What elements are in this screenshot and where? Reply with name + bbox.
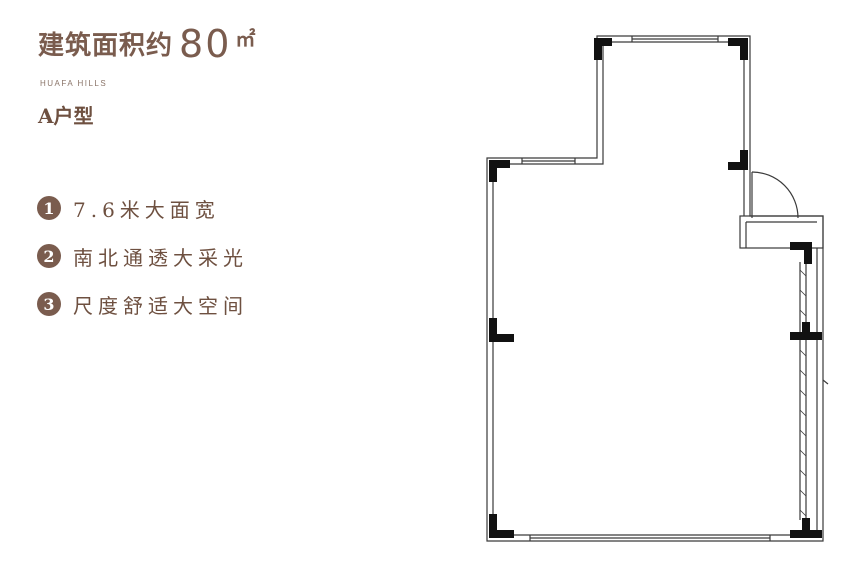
floor-plan-outline [486, 35, 829, 542]
feature-item: 1 7.6米大面宽 [37, 196, 248, 222]
area-value: 80 [179, 22, 232, 66]
unit-type: A户型 [38, 104, 94, 128]
area-unit: ㎡ [235, 27, 256, 51]
window-hatching [799, 269, 807, 517]
feature-number-badge: 2 [37, 244, 61, 268]
feature-list: 1 7.6米大面宽 2 南北通透大采光 3 尺度舒适大空间 [37, 196, 248, 340]
feature-number-badge: 3 [37, 292, 61, 316]
feature-text: 7.6米大面宽 [73, 197, 220, 222]
structural-columns [489, 38, 822, 538]
brand-name: HUAFA HILLS [40, 79, 108, 88]
feature-text: 南北通透大采光 [73, 245, 248, 270]
feature-item: 3 尺度舒适大空间 [37, 292, 248, 318]
feature-text: 尺度舒适大空间 [73, 293, 248, 318]
feature-number-badge: 1 [37, 196, 61, 220]
feature-item: 2 南北通透大采光 [37, 244, 248, 270]
area-title: 建筑面积约 [38, 31, 174, 61]
title-row: 建筑面积约 80 ㎡ [38, 22, 255, 66]
